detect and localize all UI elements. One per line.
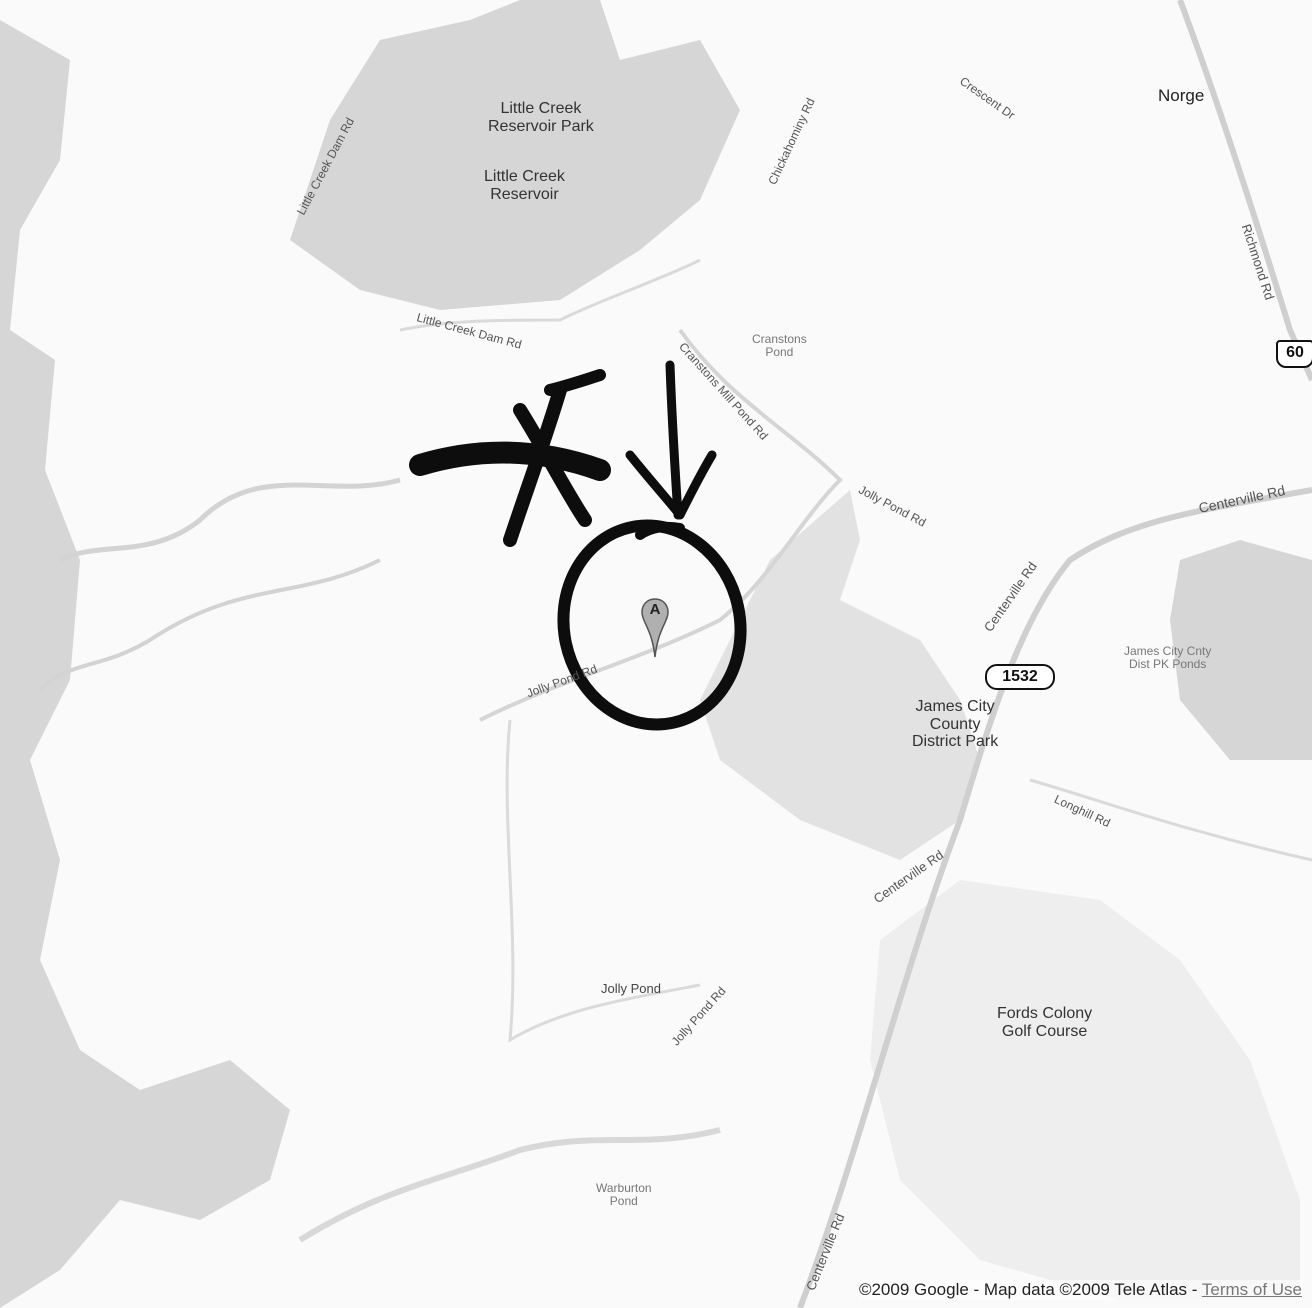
road-jolly-pond	[479, 328, 843, 722]
road-jolly-pond-south	[505, 719, 701, 1043]
handwritten-annotation	[409, 360, 747, 731]
place-label-warburton-pond: Warburton Pond	[596, 1181, 652, 1209]
map-attribution: ©2009 Google - Map data ©2009 Tele Atlas…	[858, 1280, 1302, 1300]
reservoir	[290, 0, 740, 310]
place-label-jcc-dist-pk-ponds: James City Cnty Dist PK Ponds	[1124, 644, 1212, 672]
map-pin-icon	[641, 598, 669, 658]
golf-course-area	[870, 880, 1300, 1300]
road-little-creek-dam	[399, 258, 701, 332]
district-park-area	[700, 490, 980, 860]
road-richmond	[1177, 0, 1312, 382]
pond-east	[1170, 540, 1312, 760]
route-shield-1532: 1532	[985, 664, 1055, 690]
place-label-little-creek-reservoir: Little Creek Reservoir	[484, 168, 565, 203]
river-west	[0, 20, 290, 1308]
creek-west	[38, 558, 381, 692]
place-label-fords-colony: Fords Colony Golf Course	[997, 1005, 1093, 1040]
creek-north	[58, 477, 401, 563]
road-longhill	[1029, 778, 1312, 862]
place-label-little-creek-park: Little Creek Reservoir Park	[488, 100, 594, 135]
terms-of-use-link[interactable]: Terms of Use	[1201, 1280, 1302, 1299]
route-shield-60: 60	[1276, 340, 1312, 368]
place-label-jolly-pond: Jolly Pond	[601, 981, 661, 996]
marker-letter: A	[649, 601, 661, 618]
creek-south	[298, 1127, 721, 1243]
road-centerville	[797, 487, 1312, 1308]
place-label-norge: Norge	[1158, 86, 1205, 105]
place-label-jcc-district-park: James City County District Park	[912, 698, 999, 751]
attribution-text: ©2009 Google - Map data ©2009 Tele Atlas…	[858, 1280, 1202, 1299]
place-label-cranstons-pond: Cranstons Pond	[752, 332, 807, 360]
location-marker[interactable]: A	[640, 597, 670, 659]
